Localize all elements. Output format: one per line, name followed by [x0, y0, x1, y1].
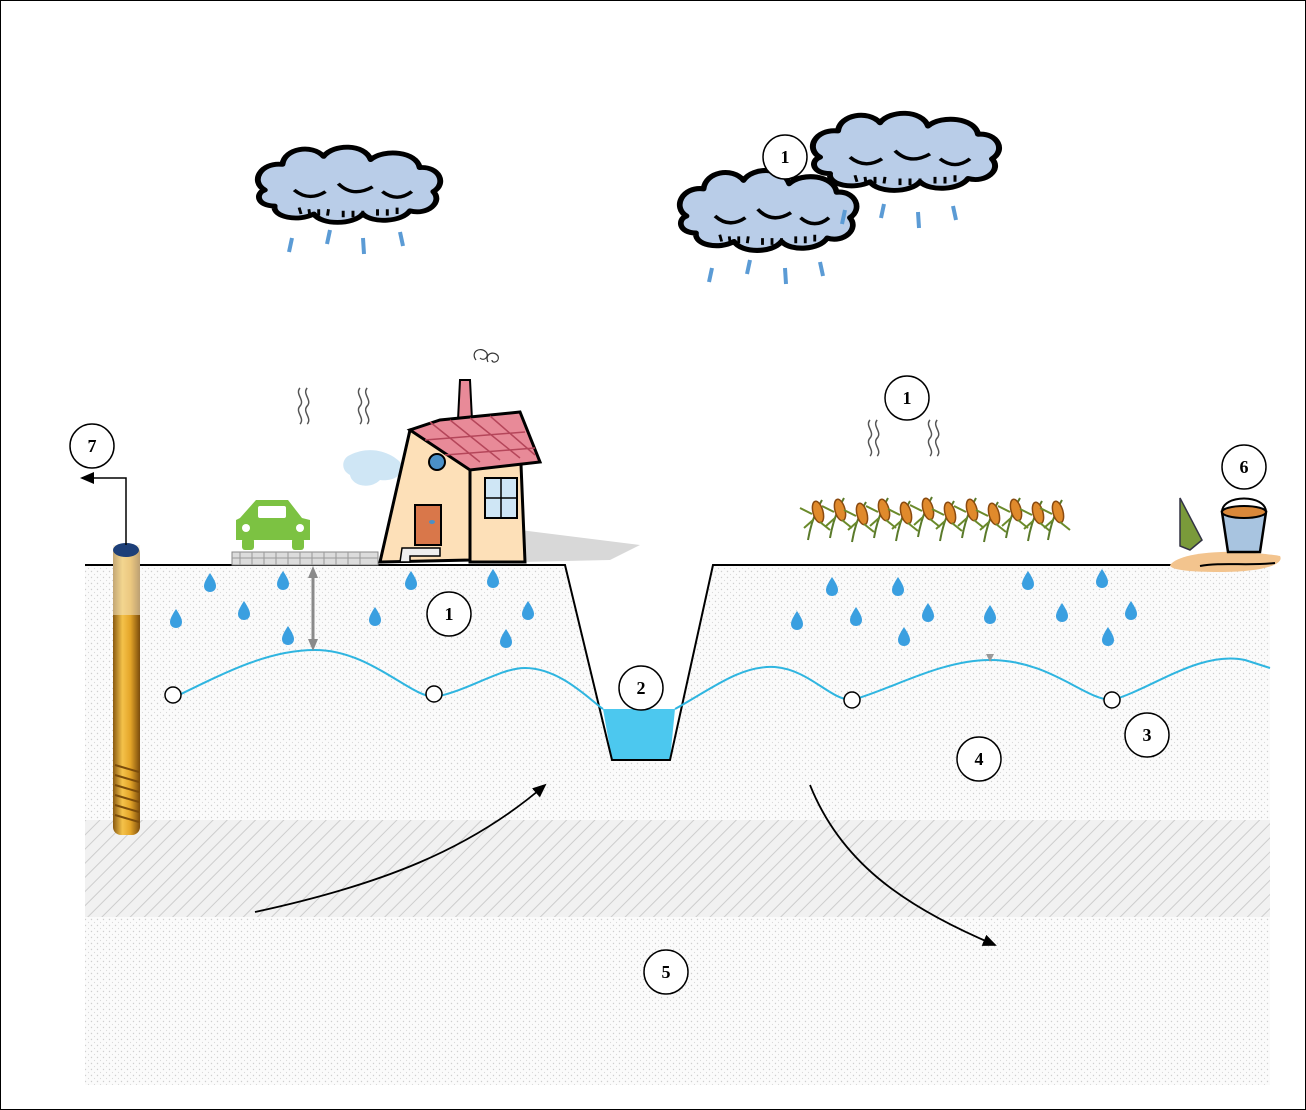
marker-label: 1 — [445, 604, 454, 624]
crops-icon — [800, 497, 1070, 542]
marker-crops-evaporation: 1 — [885, 376, 929, 420]
ditch-water — [603, 709, 675, 760]
marker-unsaturated-zone: 1 — [427, 592, 471, 636]
marker-well: 7 — [70, 424, 114, 468]
drain-pipe — [844, 692, 860, 708]
marker-label: 1 — [903, 388, 912, 408]
marker-label: 1 — [781, 147, 790, 167]
marker-label: 2 — [637, 678, 646, 698]
marker-groundwater: 4 — [957, 737, 1001, 781]
house-icon — [343, 350, 640, 562]
evaporation-icon — [358, 388, 368, 424]
drain-pipe — [1104, 692, 1120, 708]
evaporation-icon — [298, 388, 308, 424]
marker-label: 7 — [88, 436, 97, 456]
marker-label: 5 — [662, 962, 671, 982]
evaporation-icon — [868, 420, 878, 456]
rain-left — [289, 230, 403, 254]
cloud-left — [258, 147, 440, 222]
marker-label: 6 — [1240, 457, 1249, 477]
marker-clouds: 1 — [763, 135, 807, 179]
deep-aquifer-layer — [85, 917, 1270, 1085]
marker-deep-aquifer: 5 — [644, 950, 688, 994]
marker-soil-sample: 6 — [1222, 445, 1266, 489]
marker-label: 4 — [975, 749, 984, 769]
drain-pipe — [426, 686, 442, 702]
clay-layer — [85, 820, 1270, 917]
drain-pipe — [165, 687, 181, 703]
car-icon — [236, 500, 310, 550]
marker-drain: 3 — [1125, 713, 1169, 757]
bucket-icon — [1170, 498, 1281, 572]
marker-ditch: 2 — [619, 666, 663, 710]
cloud-right-back — [813, 113, 999, 190]
evaporation-icon — [928, 420, 938, 456]
marker-label: 3 — [1143, 725, 1152, 745]
cloud-right-front — [680, 170, 857, 250]
